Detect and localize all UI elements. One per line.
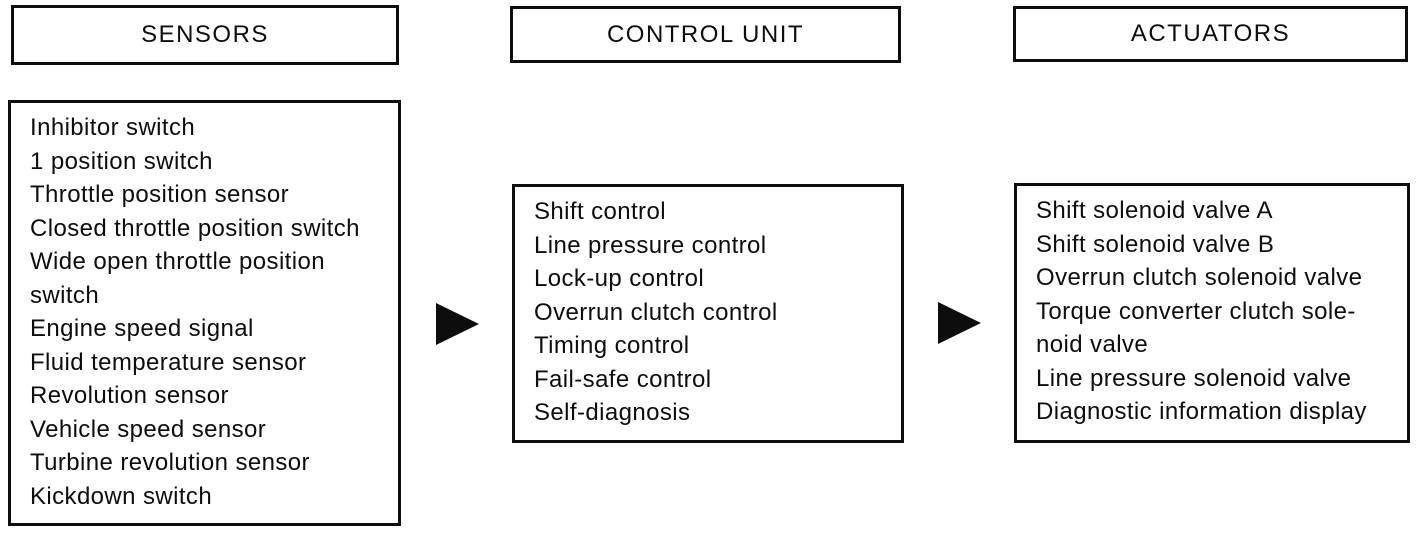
list-item: Shift solenoid valve B	[1036, 230, 1275, 258]
list-item: Closed throttle position switch	[30, 214, 360, 242]
list-item: Overrun clutch solenoid valve	[1036, 264, 1363, 291]
list-item: Shift solenoid valve A	[1036, 197, 1273, 224]
list-item: Kickdown switch	[30, 482, 213, 510]
control-unit-header-box: CONTROL UNIT	[510, 6, 901, 63]
list-item: Self-diagnosis	[534, 399, 691, 426]
list-item: Throttle position sensor	[30, 181, 290, 208]
right-arrow-icon	[938, 302, 981, 344]
list-item: Inhibitor switch	[30, 114, 196, 141]
list-item: Vehicle speed sensor	[30, 415, 267, 443]
right-arrow-icon	[436, 303, 479, 345]
sensors-header-label: SENSORS	[141, 21, 269, 48]
list-item: Revolution sensor	[30, 382, 229, 409]
list-item: Engine speed signal	[30, 315, 254, 342]
control-unit-header-label: CONTROL UNIT	[606, 20, 805, 48]
list-item: Torque converter clutch sole- noid valve	[1036, 297, 1356, 359]
list-item: Shift control	[534, 198, 666, 225]
control-unit-list-box: Shift control Line pressure control Lock…	[512, 184, 904, 443]
list-item: Fluid temperature sensor	[30, 348, 307, 376]
actuators-list-box: Shift solenoid valve A Shift solenoid va…	[1014, 183, 1410, 443]
sensors-list-box: Inhibitor switch 1 position switch Throt…	[8, 100, 401, 526]
actuators-header-box: ACTUATORS	[1013, 6, 1408, 62]
sensors-header-box: SENSORS	[11, 5, 399, 65]
list-item: Diagnostic information display	[1036, 398, 1367, 425]
list-item: Overrun clutch control	[534, 298, 778, 326]
list-item: Turbine revolution sensor	[30, 449, 310, 476]
list-item: Line pressure solenoid valve	[1036, 364, 1352, 392]
actuators-header-label: ACTUATORS	[1130, 20, 1291, 47]
list-item: Line pressure control	[534, 231, 767, 259]
list-item: Wide open throttle position switch	[30, 248, 325, 309]
list-item: Timing control	[534, 332, 690, 359]
list-item: Lock-up control	[534, 265, 705, 292]
list-item: 1 position switch	[30, 147, 213, 175]
list-item: Fail-safe control	[534, 365, 712, 393]
